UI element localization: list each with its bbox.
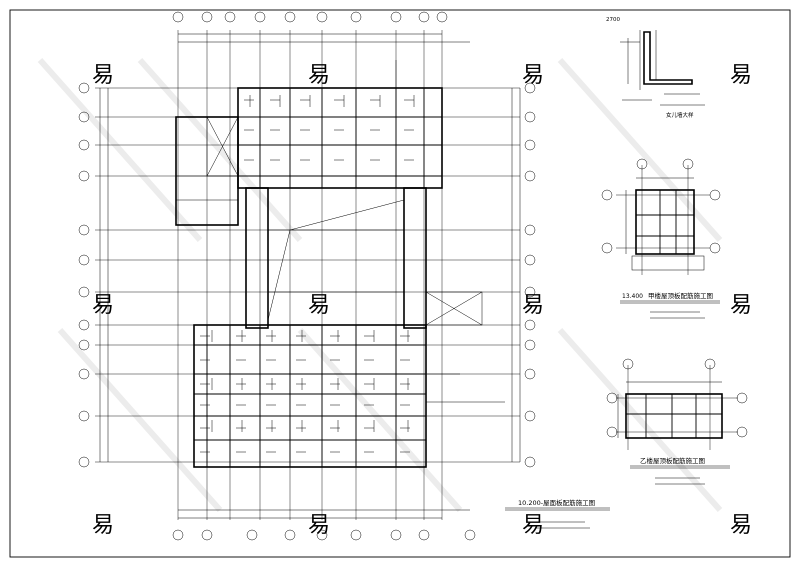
yi-roof-plan: 乙楼屋顶板配筋施工图 [606, 358, 748, 485]
watermark-glyph: 易 [730, 513, 752, 538]
main-floor-plan: 10.200-屋面板配筋施工图 [78, 11, 610, 541]
upper-wing-outline [175, 87, 443, 226]
yi-plan-title: 乙楼屋顶板配筋施工图 [640, 456, 705, 465]
lower-block-outline [193, 324, 427, 468]
jia-plan-title: 甲楼屋顶板配筋施工图 [648, 291, 713, 300]
jia-roof-plan: 13.400 甲楼屋顶板配筋施工图 [601, 158, 721, 319]
watermark-glyph: 易 [730, 293, 752, 318]
watermark-glyph: 易 [308, 513, 330, 538]
watermark-glyph: 易 [92, 293, 114, 318]
main-axis-bubbles [78, 11, 536, 541]
corridor-outline [245, 187, 483, 329]
main-plan-title: 10.200-屋面板配筋施工图 [518, 498, 595, 507]
watermark-glyph: 易 [730, 63, 752, 88]
main-grid-horizontal [95, 87, 520, 463]
watermark-glyph: 易 [522, 293, 544, 318]
leader-lines [395, 60, 505, 403]
yi-axis-bubbles [606, 358, 748, 438]
main-dimension-lines [99, 33, 521, 519]
watermark-glyph: 易 [92, 63, 114, 88]
parapet-detail: 2700 女儿墙大样 [606, 17, 705, 119]
detail-callout: 女儿墙大样 [666, 111, 694, 119]
watermark-layer: 易 易 易 易 易 易 易 易 易 易 易 易 [37, 58, 752, 538]
watermark-glyph: 易 [92, 513, 114, 538]
jia-axis-bubbles [601, 158, 721, 254]
watermark-glyph: 易 [522, 63, 544, 88]
detail-elevation-label: 2700 [606, 17, 620, 23]
rebar-marks [200, 95, 415, 453]
main-notes [535, 521, 590, 529]
watermark-glyph: 易 [308, 293, 330, 318]
sheet-border [9, 9, 791, 558]
watermark-glyph: 易 [522, 513, 544, 538]
jia-plan-elevation: 13.400 [622, 293, 643, 300]
watermark-glyph: 易 [308, 63, 330, 88]
